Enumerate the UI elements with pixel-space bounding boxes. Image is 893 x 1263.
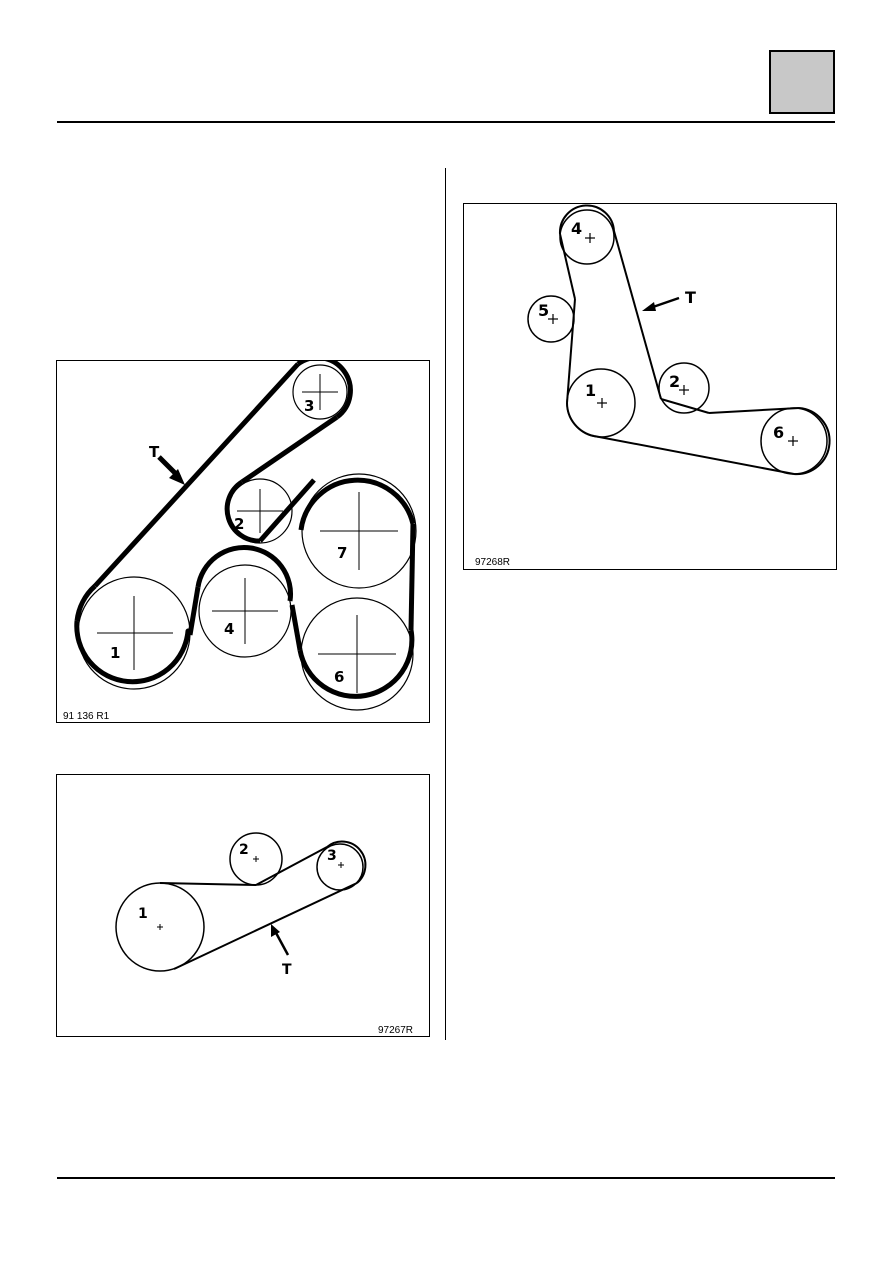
label-belt-t: T	[685, 288, 696, 307]
pulley-2	[658, 362, 710, 414]
column-divider	[445, 168, 446, 1040]
label-pulley-3: 3	[327, 848, 337, 864]
belt-diagram-c: 1 2 4 5 6 T	[527, 204, 831, 476]
pulley-7	[301, 473, 417, 589]
figure-belt-diagram-c: 1 2 4 5 6 T 97268R	[463, 203, 837, 570]
figure-belt-diagram-a: 1 2 3 4 6 7 T 91 136 R1	[56, 360, 430, 723]
pulley-4	[198, 564, 292, 658]
belt-segment	[240, 414, 339, 485]
label-pulley-4: 4	[224, 620, 234, 638]
label-pulley-5: 5	[538, 301, 549, 320]
label-belt-t: T	[149, 443, 160, 461]
belt-wrap	[298, 477, 416, 531]
belt	[159, 840, 367, 970]
belt-wrap	[195, 544, 294, 602]
label-pulley-1: 1	[585, 381, 596, 400]
belt-diagram-b: 1 2 3 T	[115, 832, 367, 978]
belt-arrow-t	[157, 455, 185, 485]
label-pulley-1: 1	[138, 906, 148, 922]
belt-arrow-t	[271, 924, 290, 956]
label-belt-t: T	[282, 962, 292, 978]
footer-rule	[57, 1177, 835, 1179]
belt	[558, 204, 831, 476]
belt-wrap	[74, 584, 97, 622]
label-pulley-7: 7	[337, 544, 347, 562]
pulley-4	[559, 209, 615, 265]
label-pulley-2: 2	[669, 372, 680, 391]
belt-diagram-a: 1 2 3 4 6 7 T	[74, 361, 417, 711]
belt-segment	[258, 478, 316, 543]
label-pulley-4: 4	[571, 219, 582, 238]
label-pulley-2: 2	[234, 515, 244, 533]
label-pulley-3: 3	[304, 397, 314, 415]
pulley-1	[77, 576, 191, 690]
belt-segment	[408, 523, 416, 631]
belt-wrap	[296, 361, 353, 420]
figure-ref-a: 91 136 R1	[63, 711, 110, 722]
label-pulley-1: 1	[110, 644, 120, 662]
belt-segment	[289, 604, 303, 651]
section-tab-box	[769, 50, 835, 114]
pulley-2	[227, 478, 293, 544]
belt-wrap	[297, 629, 415, 699]
belt-segment	[187, 586, 201, 636]
belt-segment	[93, 362, 300, 588]
label-pulley-2: 2	[239, 842, 249, 858]
pulley-3	[292, 364, 348, 420]
pulley-6	[300, 597, 414, 711]
label-pulley-6: 6	[773, 423, 784, 442]
pulley-crosshairs	[97, 374, 398, 693]
belt-arrow-t	[642, 296, 680, 311]
figure-ref-c: 97268R	[475, 557, 511, 568]
figure-belt-diagram-b: 1 2 3 T 97267R	[56, 774, 430, 1037]
belt-wrap	[74, 620, 193, 685]
figure-ref-b: 97267R	[378, 1025, 414, 1036]
label-pulley-6: 6	[334, 668, 344, 686]
header-rule	[57, 121, 835, 123]
